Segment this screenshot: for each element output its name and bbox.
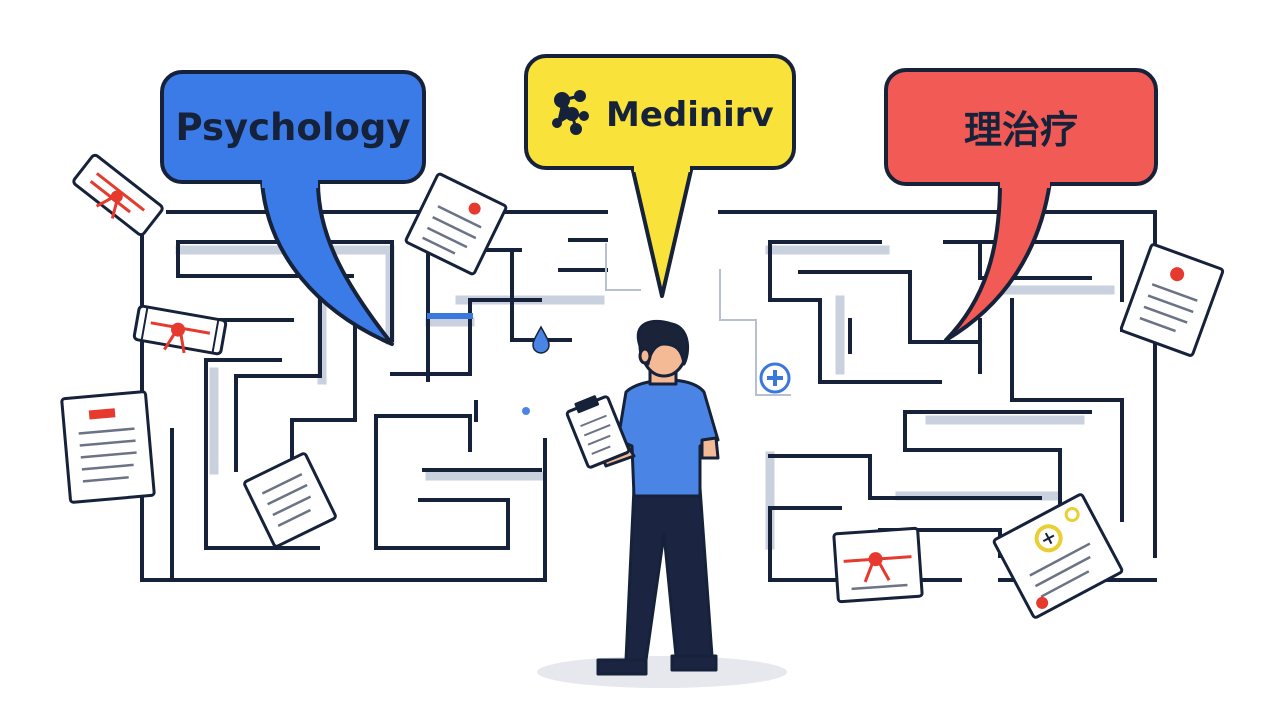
maze bbox=[140, 210, 1157, 582]
document-icon bbox=[243, 452, 337, 548]
certificate-icon bbox=[832, 526, 924, 604]
document-icon bbox=[1119, 243, 1225, 357]
document-icon bbox=[404, 172, 508, 276]
right-shoe bbox=[670, 654, 718, 672]
bubble-medinirv: Medinirv bbox=[524, 54, 796, 298]
clipboard-icon bbox=[565, 395, 631, 469]
molecule-icon bbox=[552, 90, 589, 135]
certificate-icon bbox=[132, 304, 228, 356]
maze-walls bbox=[140, 210, 1157, 582]
water-drop-icon bbox=[532, 325, 550, 354]
scroll-icon bbox=[72, 153, 164, 237]
person bbox=[565, 320, 720, 676]
certificate-icon bbox=[992, 493, 1124, 619]
right-arm bbox=[700, 436, 720, 460]
bubble-medinirv-label: Medinirv bbox=[606, 95, 774, 135]
shirt bbox=[616, 378, 720, 498]
pants bbox=[624, 486, 714, 662]
left-shoe bbox=[596, 658, 648, 676]
water-dot bbox=[522, 407, 530, 415]
maze-guides bbox=[605, 243, 791, 396]
plus-circle-icon bbox=[759, 362, 791, 394]
ground-shadow bbox=[537, 656, 787, 688]
bubble-therapy: 理治疗 bbox=[884, 68, 1158, 342]
bubble-psychology-label: Psychology bbox=[175, 106, 410, 149]
bubble-therapy-label: 理治疗 bbox=[964, 108, 1078, 152]
document-icon bbox=[60, 390, 156, 504]
bubble-psychology: Psychology bbox=[160, 70, 426, 346]
